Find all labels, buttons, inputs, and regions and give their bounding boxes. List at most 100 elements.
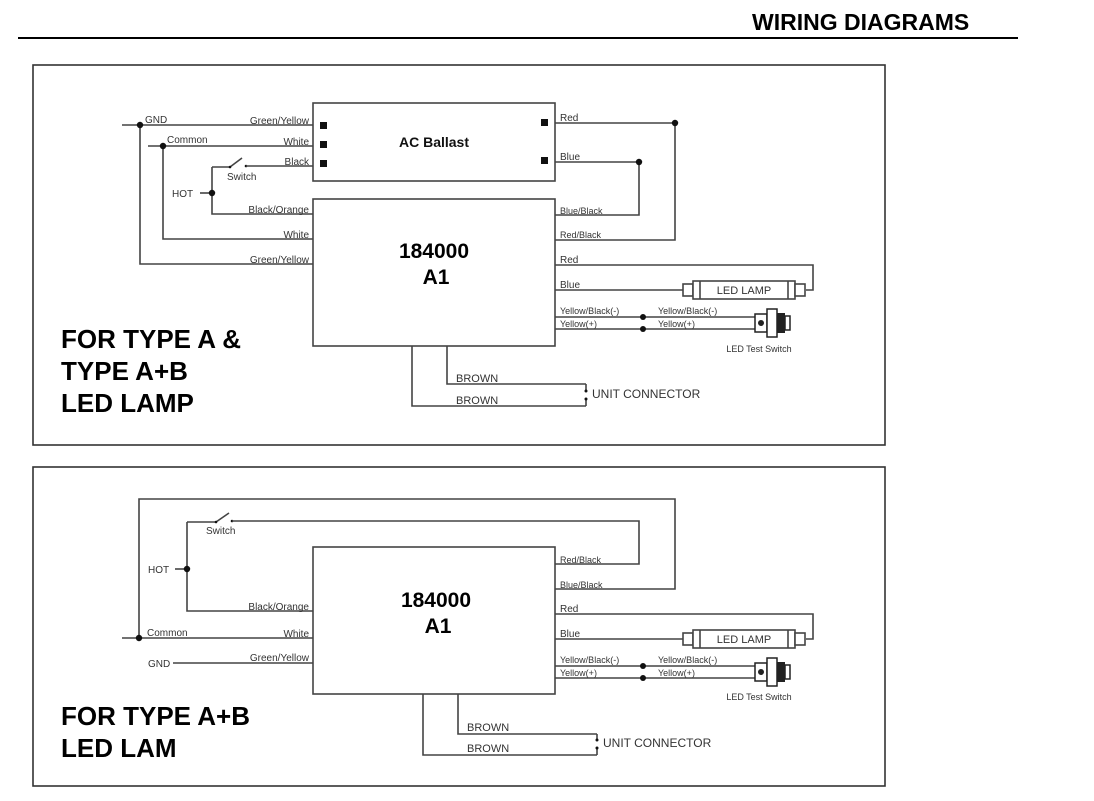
wire-switch-loop: [232, 520, 640, 565]
led-test-switch-label: LED Test Switch: [726, 692, 791, 702]
wire-brown-1: [446, 346, 586, 385]
junction-dot: [640, 675, 646, 681]
wire-label: Yellow/Black(-): [658, 655, 717, 665]
diagram-caption: LED LAM: [61, 733, 177, 763]
unit-connector-label: UNIT CONNECTOR: [603, 736, 712, 750]
wire-label: BROWN: [456, 373, 498, 385]
junction-dot: [183, 565, 191, 573]
wire-label: BROWN: [467, 743, 509, 755]
ac-ballast-label: AC Ballast: [399, 134, 469, 150]
wire-red-lamp: [555, 613, 814, 640]
gnd-label: GND: [145, 115, 167, 126]
wire-common-unit: [162, 146, 313, 240]
wire-label: Red: [560, 113, 578, 124]
wire-label: Yellow(+): [658, 668, 695, 678]
wire-label: Yellow/Black(-): [560, 306, 619, 316]
diagram-caption: FOR TYPE A &: [61, 324, 241, 354]
wire-label: Blue: [560, 629, 580, 640]
ballast-terminal: [320, 122, 327, 129]
wire-label: Blue: [560, 152, 580, 163]
wire-hot-unit: [211, 167, 313, 215]
unit-variant: A1: [423, 266, 450, 289]
led-test-switch-label: LED Test Switch: [726, 344, 791, 354]
led-lamp-label: LED LAMP: [717, 285, 771, 297]
switch-contact: [214, 520, 218, 524]
led-test-switch-icon: [754, 657, 791, 687]
connector-pin: [584, 389, 588, 393]
wire-label: Green/Yellow: [250, 255, 310, 266]
header-rule: [18, 37, 1018, 39]
ballast-terminal: [541, 157, 548, 164]
unit-model: 184000: [401, 589, 471, 612]
wire-label: Yellow/Black(-): [658, 306, 717, 316]
wire-label: Red/Black: [560, 230, 602, 240]
wire-label: Red/Black: [560, 555, 602, 565]
junction-dot: [136, 121, 144, 129]
wire-label: White: [283, 230, 309, 241]
wire-label: Red: [560, 255, 578, 266]
wire-label: Blue: [560, 280, 580, 291]
wire-label: Yellow(+): [658, 319, 695, 329]
wire-label: Blue/Black: [560, 580, 603, 590]
common-label: Common: [147, 628, 188, 639]
wire-brown-2: [422, 694, 597, 756]
connector-pin: [595, 738, 599, 742]
junction-dot: [640, 663, 646, 669]
wire-label: Yellow(+): [560, 668, 597, 678]
diagram-caption: LED LAMP: [61, 388, 194, 418]
switch-label: Switch: [206, 526, 235, 537]
wire-label: Yellow/Black(-): [560, 655, 619, 665]
junction-dot: [640, 314, 646, 320]
switch-icon: [215, 512, 230, 523]
junction-dot: [671, 119, 679, 127]
wire-common-loop: [138, 498, 676, 638]
unit-variant: A1: [425, 615, 452, 638]
ballast-terminal: [320, 141, 327, 148]
junction-dot: [640, 326, 646, 332]
switch-contact: [228, 165, 232, 169]
page-title: WIRING DIAGRAMS: [752, 9, 970, 35]
wire-blue-loop: [555, 161, 640, 216]
ballast-terminal: [320, 160, 327, 167]
wire-brown-1: [457, 694, 597, 735]
led-lamp-icon: [682, 280, 806, 300]
diagram-caption: FOR TYPE A+B: [61, 701, 250, 731]
emergency-unit-box: [312, 546, 556, 695]
junction-dot: [635, 158, 643, 166]
wire-label: BROWN: [456, 395, 498, 407]
wire-label: White: [283, 629, 309, 640]
junction-dot: [135, 634, 143, 642]
wire-label: Blue/Black: [560, 206, 603, 216]
led-test-switch-icon: [754, 308, 791, 338]
wire-red-loop: [555, 122, 676, 241]
junction-dot: [208, 189, 216, 197]
wire-label: Green/Yellow: [250, 653, 310, 664]
wire-red-lamp: [555, 264, 814, 291]
gnd-label: GND: [148, 659, 170, 670]
wire-brown-2: [411, 346, 586, 407]
ac-ballast-box: [312, 102, 556, 182]
diagram-caption: TYPE A+B: [61, 356, 188, 386]
wire-hot-unit: [186, 522, 313, 612]
unit-connector-label: UNIT CONNECTOR: [592, 387, 701, 401]
led-lamp-label: LED LAMP: [717, 634, 771, 646]
wire-label: Red: [560, 604, 578, 615]
wire-label: Black/Orange: [248, 602, 309, 613]
unit-model: 184000: [399, 240, 469, 263]
wire-label: BROWN: [467, 722, 509, 734]
wire-label: Black/Orange: [248, 205, 309, 216]
common-label: Common: [167, 135, 208, 146]
connector-pin: [595, 746, 599, 750]
diagram-panel-2: 184000 A1 Common Switch HOT GND Black/Or…: [32, 466, 886, 787]
diagram-panel-1: AC Ballast 184000 A1 GND Common Switch H…: [32, 64, 886, 446]
switch-icon: [229, 157, 243, 168]
led-lamp-icon: [682, 629, 806, 649]
emergency-unit-box: [312, 198, 556, 347]
wire-label: Yellow(+): [560, 319, 597, 329]
wire-label: White: [283, 137, 309, 148]
hot-label: HOT: [172, 189, 193, 200]
wire-gnd-unit: [139, 125, 313, 265]
hot-label: HOT: [148, 565, 169, 576]
switch-label: Switch: [227, 172, 256, 183]
ballast-terminal: [541, 119, 548, 126]
